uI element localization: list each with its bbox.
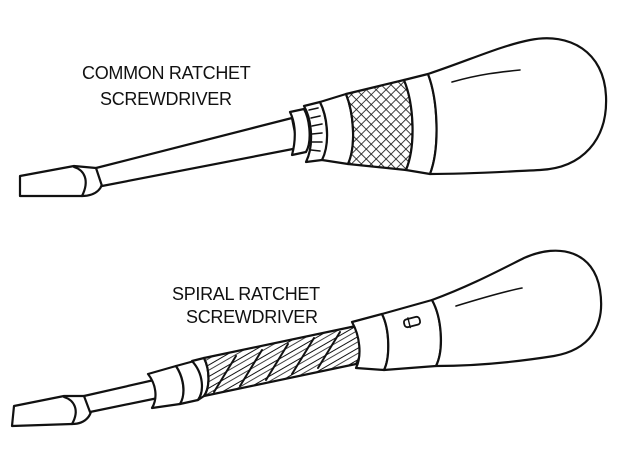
spiral-grooves — [213, 331, 341, 393]
common-handle — [426, 37, 608, 176]
common-ratchet-label-line2: SCREWDRIVER — [100, 89, 232, 109]
common-ratchet-screwdriver — [18, 37, 608, 198]
common-knurled-grip — [344, 78, 414, 172]
common-handle-highlight — [451, 69, 521, 83]
spiral-handle — [430, 249, 603, 368]
spiral-blade-bevel — [62, 395, 77, 426]
spiral-ratchet-label-line1: SPIRAL RATCHET — [172, 284, 320, 304]
common-blade-tip — [18, 164, 104, 198]
spiral-ratchet-label-line2: SCREWDRIVER — [186, 307, 318, 327]
spiral-handle-highlight — [455, 287, 523, 307]
common-ratchet-label-line1: COMMON RATCHET — [82, 63, 251, 83]
common-shaft — [94, 116, 300, 188]
common-ring-teeth — [308, 107, 323, 152]
spiral-barrel — [380, 298, 443, 372]
common-blade-bevel — [72, 165, 87, 198]
spiral-ratchet-screwdriver — [10, 249, 603, 428]
common-collar — [288, 107, 311, 157]
spiral-blade-tip — [10, 394, 93, 428]
spiral-shaft — [82, 378, 160, 414]
